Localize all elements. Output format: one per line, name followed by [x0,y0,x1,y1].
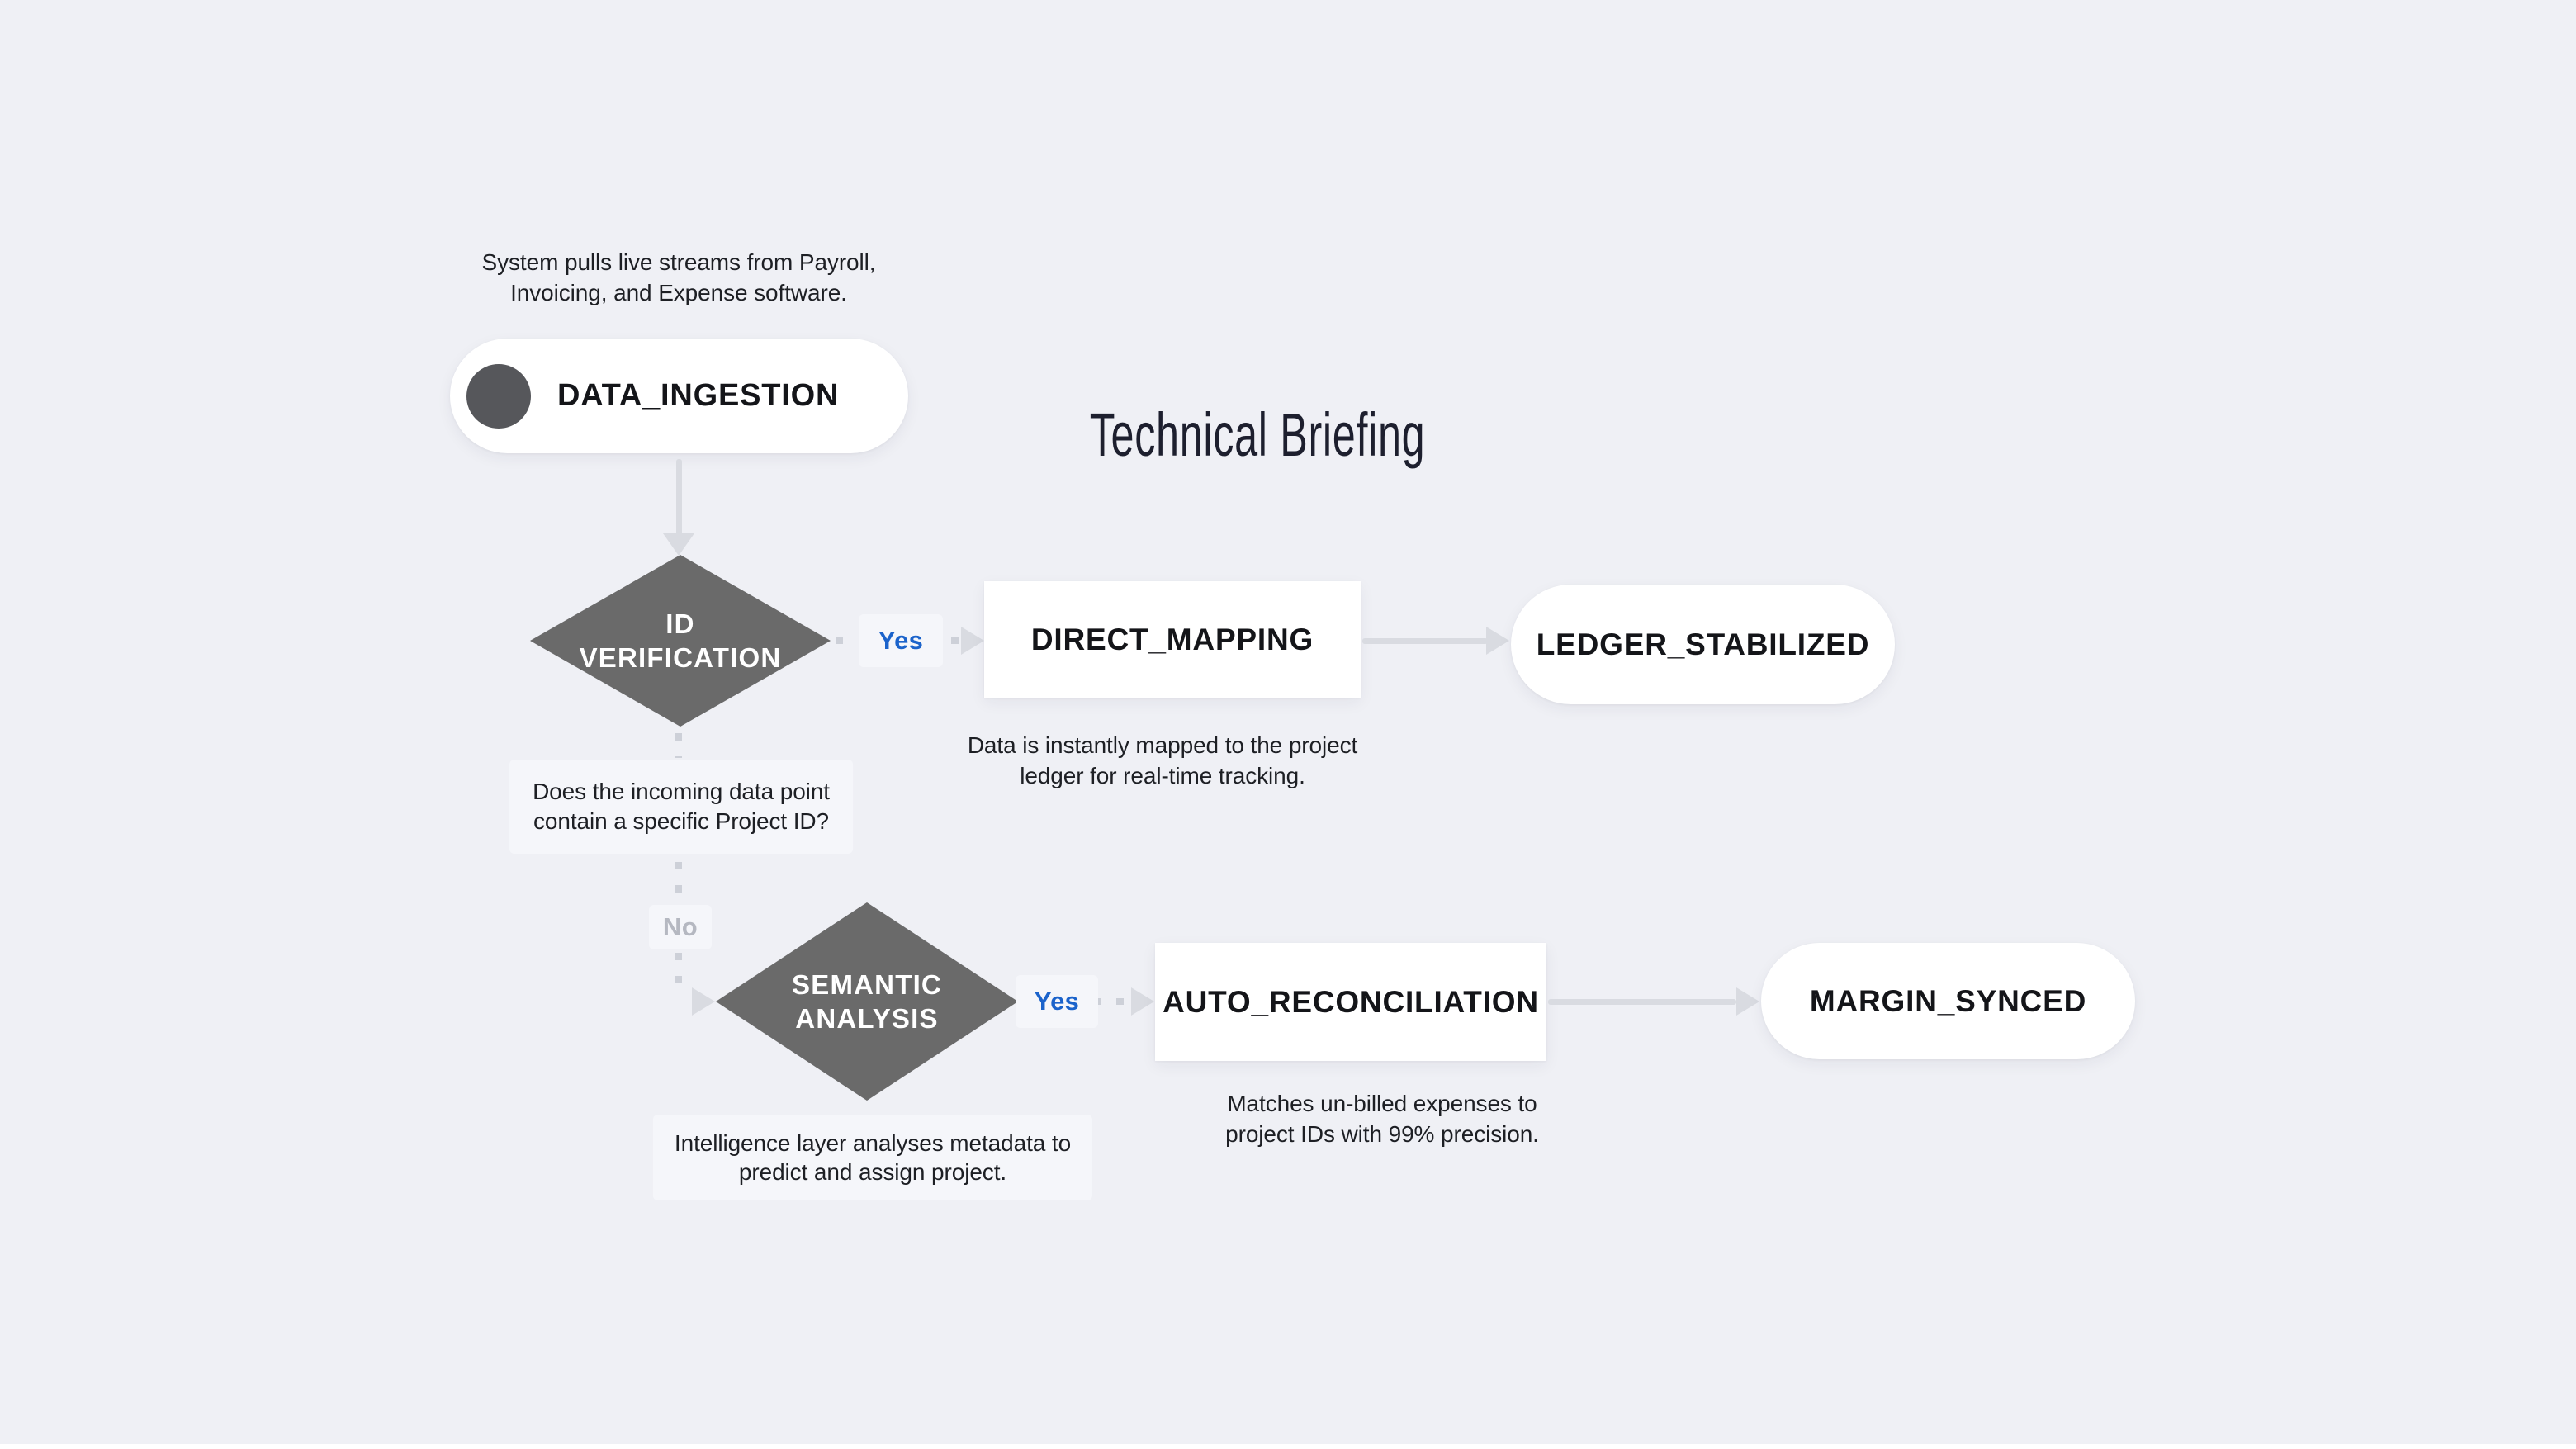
yes-label: Yes [878,626,924,655]
arrowhead-right-icon [961,627,984,655]
node-label: DATA_INGESTION [557,378,840,413]
annotation-line: predict and assign project. [738,1159,1007,1185]
annotation-semantic: Intelligence layer analyses metadata to … [652,1115,1093,1200]
page-title: Technical Briefing [1089,400,1426,469]
arrowhead-right-icon [1486,627,1509,655]
edge-label-yes1: Yes [859,614,943,667]
node-label: AUTO_RECONCILIATION [1163,984,1539,1019]
decision-label-line: ID [665,608,695,639]
annotation-direct-mapping: Data is instantly mapped to the project … [968,730,1357,791]
annotation-line: Does the incoming data point [533,779,830,804]
annotation-auto-reconciliation: Matches un-billed expenses to project ID… [1225,1088,1539,1149]
connector-reconciliation-to-margin [1548,999,1736,1005]
node-direct-mapping: DIRECT_MAPPING [984,581,1361,698]
filled-circle-icon [466,363,531,429]
decision-label-line: VERIFICATION [579,642,782,673]
node-label: DIRECT_MAPPING [1030,622,1314,656]
annotation-ingestion: System pulls live streams from Payroll, … [482,247,876,308]
node-auto-reconciliation: AUTO_RECONCILIATION [1155,943,1546,1061]
arrowhead-right-icon [692,987,715,1016]
node-semantic-analysis: SEMANTIC ANALYSIS [716,902,1018,1101]
annotation-line: System pulls live streams from Payroll, [481,249,876,275]
annotation-line: Data is instantly mapped to the project [967,732,1358,758]
node-margin-synced: MARGIN_SYNCED [1761,943,2135,1059]
bottom-strip [0,1444,2576,1449]
annotation-line: ledger for real-time tracking. [1020,763,1305,788]
annotation-line: contain a specific Project ID? [533,808,830,834]
annotation-line: Invoicing, and Expense software. [510,280,847,305]
annotation-line: Matches un-billed expenses to [1227,1091,1537,1116]
connector-no-dotted-upper [675,862,682,903]
arrowhead-right-icon [1131,987,1154,1016]
connector-ingestion-to-verification [676,459,682,535]
annotation-question: Does the incoming data point contain a s… [509,760,853,854]
yes-label: Yes [1034,987,1080,1016]
decision-label-line: SEMANTIC [792,969,942,1000]
arrowhead-down-icon [663,533,694,556]
connector-no-dotted-lower [675,953,682,996]
decision-label-line: ANALYSIS [795,1003,939,1034]
node-label: MARGIN_SYNCED [1809,983,2087,1018]
connector-mapping-to-ledger [1362,638,1488,644]
annotation-line: project IDs with 99% precision. [1225,1121,1539,1147]
connector-verification-down-dotted [675,733,682,758]
edge-label-yes2: Yes [1016,975,1098,1028]
node-data-ingestion: DATA_INGESTION [450,339,908,453]
no-label: No [662,912,698,941]
node-label: LEDGER_STABILIZED [1536,627,1870,661]
node-ledger-stabilized: LEDGER_STABILIZED [1511,585,1895,704]
edge-label-no: No [649,905,712,949]
node-id-verification: ID VERIFICATION [530,555,831,727]
annotation-line: Intelligence layer analyses metadata to [674,1130,1072,1156]
arrowhead-right-icon [1736,987,1759,1016]
